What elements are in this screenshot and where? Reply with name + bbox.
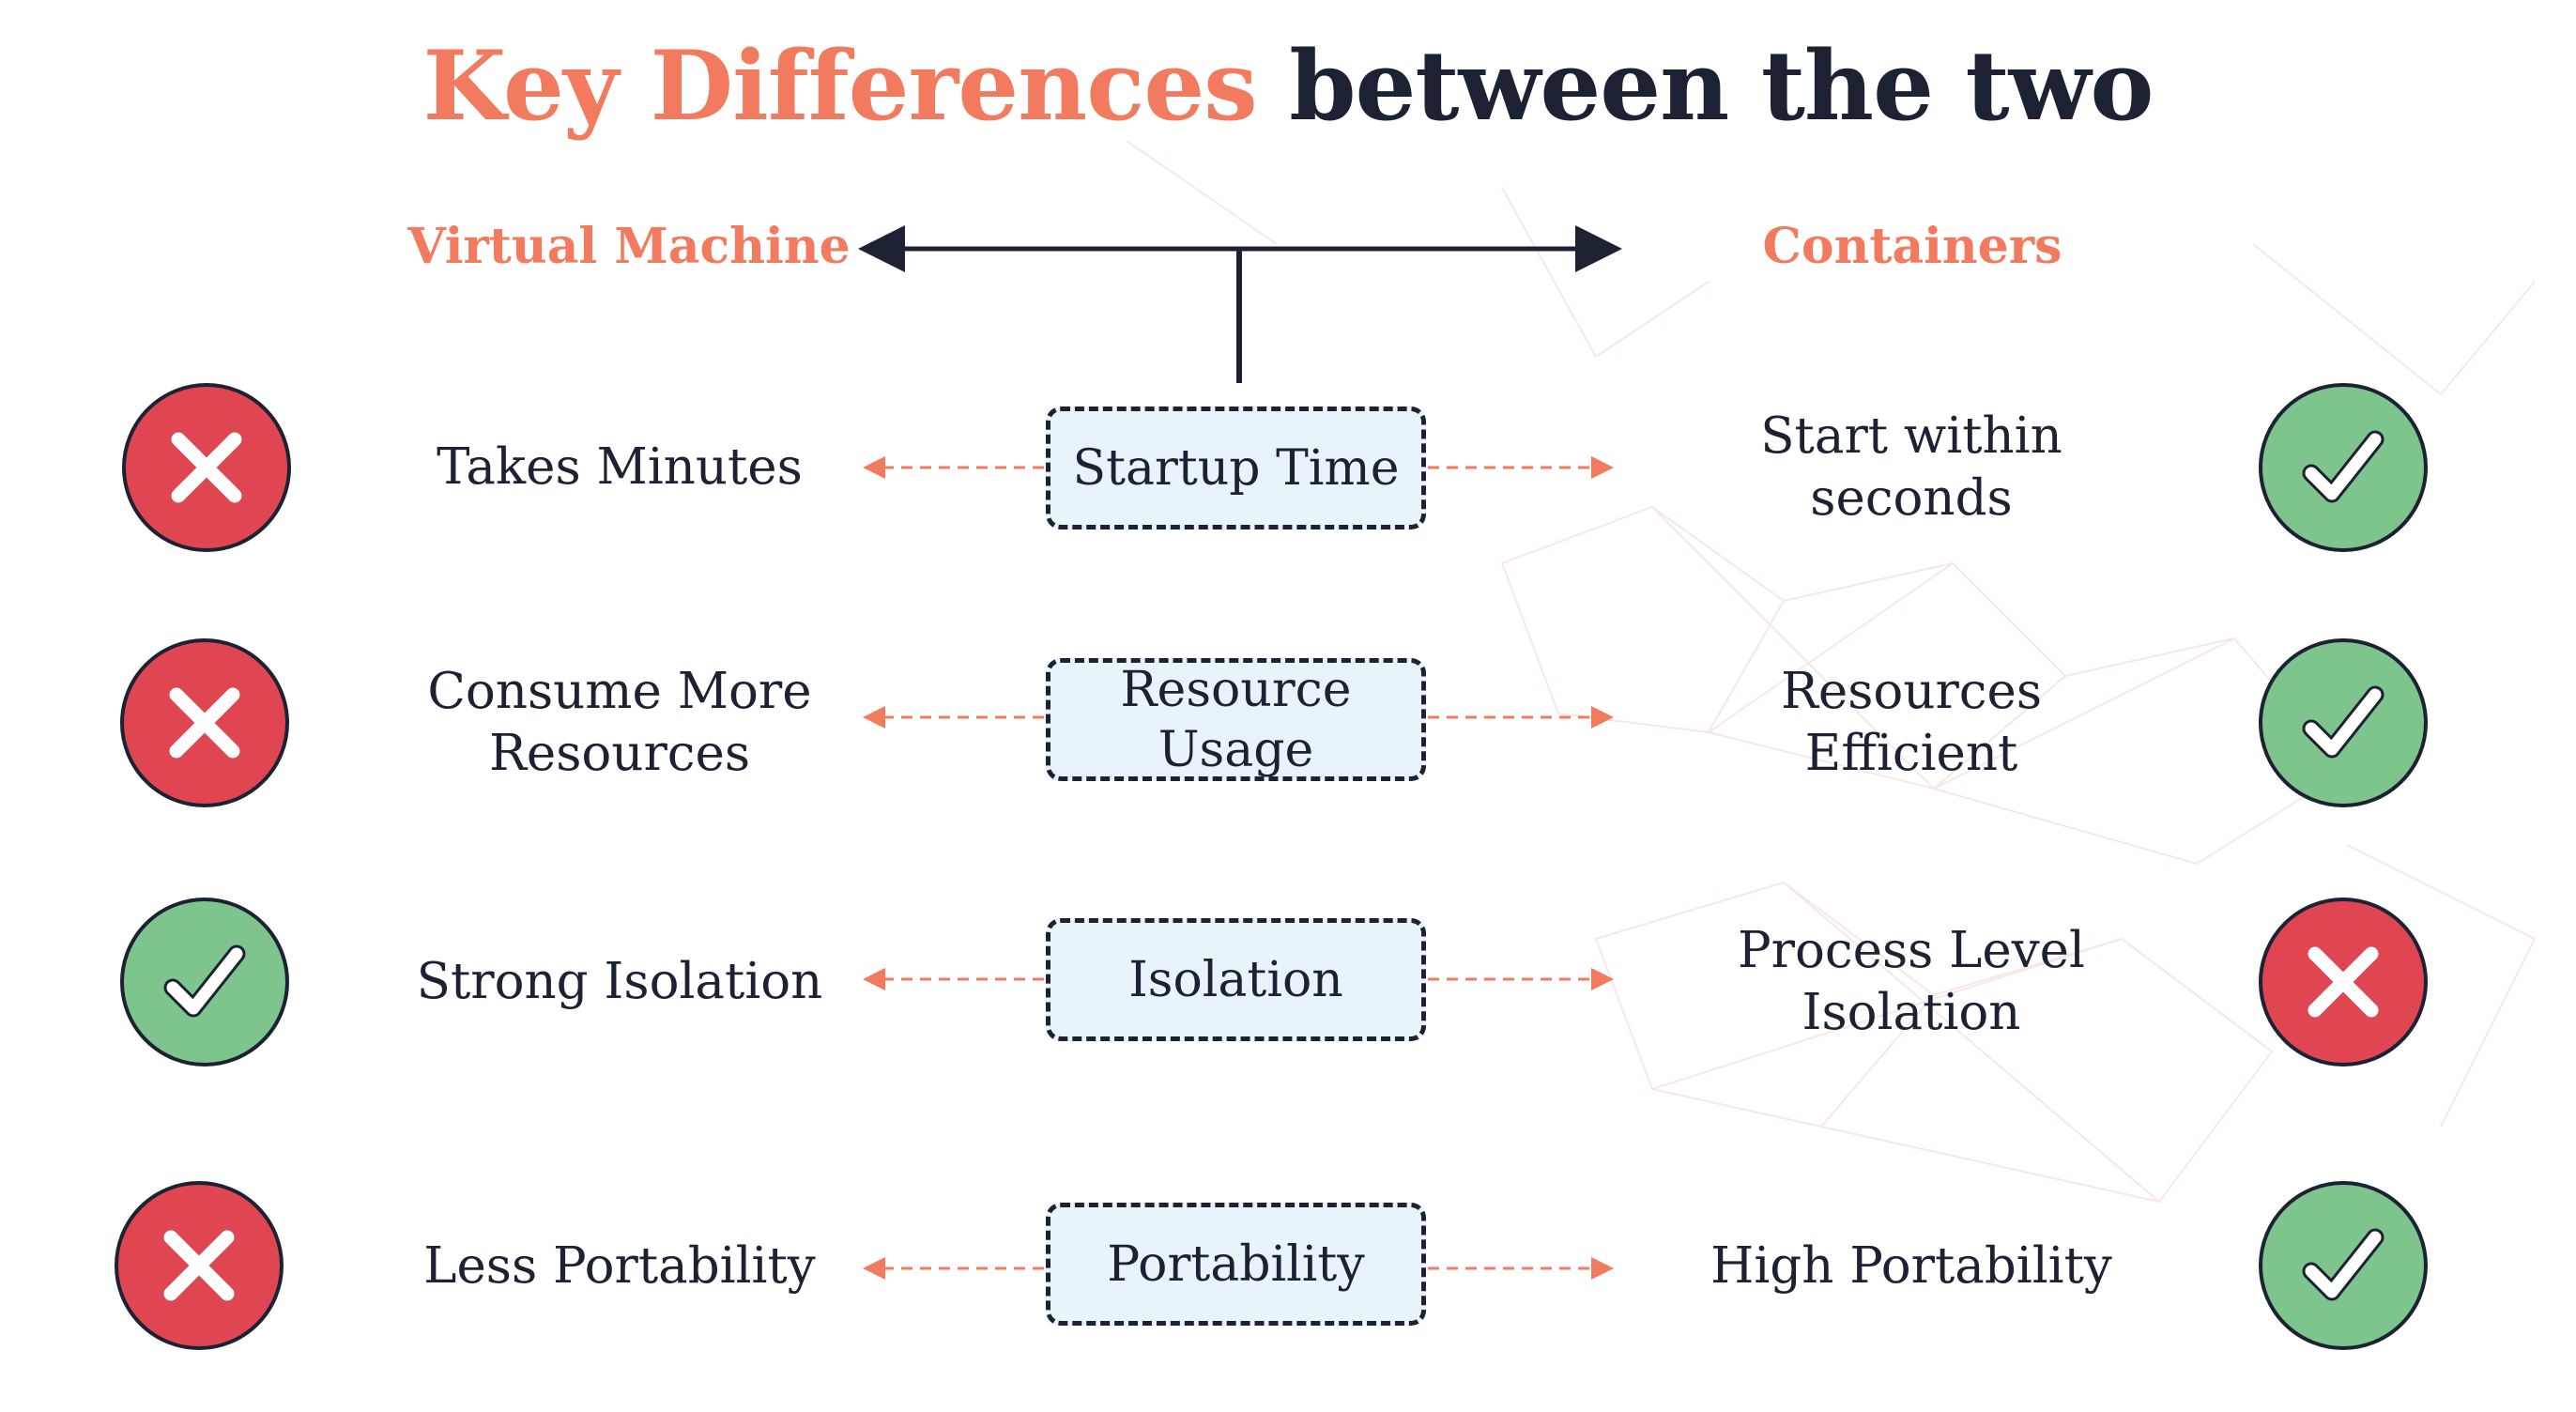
check-icon bbox=[2302, 685, 2384, 759]
vm-startup-time-text: Takes Minutes bbox=[357, 397, 882, 538]
vm-isolation-status-icon bbox=[120, 898, 289, 1067]
check-icon bbox=[163, 944, 246, 1018]
check-icon bbox=[2302, 1228, 2384, 1301]
criterion-isolation: Isolation bbox=[1046, 918, 1426, 1041]
vm-isolation-text: Strong Isolation bbox=[357, 912, 882, 1052]
vm-startup-time-label: Takes Minutes bbox=[437, 438, 803, 496]
containers-portability-status-icon bbox=[2259, 1181, 2428, 1350]
criterion-portability: Portability bbox=[1046, 1203, 1426, 1326]
vm-startup-status-icon bbox=[122, 383, 291, 552]
cross-icon bbox=[2308, 946, 2379, 1018]
containers-startup-time-text: Start within seconds bbox=[1648, 397, 2174, 538]
criterion-resource-usage: Resource Usage bbox=[1046, 658, 1426, 781]
vm-portability-text: Less Portability bbox=[357, 1196, 882, 1337]
containers-resource-usage-label: Resources Efficient bbox=[1780, 663, 2043, 782]
containers-portability-text: High Portability bbox=[1648, 1196, 2174, 1337]
vm-isolation-label: Strong Isolation bbox=[416, 953, 823, 1010]
page-title: Key Differences between the two bbox=[0, 21, 2576, 152]
containers-startup-status-icon bbox=[2259, 383, 2428, 552]
containers-isolation-label: Process Level Isolation bbox=[1737, 922, 2086, 1041]
criterion-startup-time: Startup Time bbox=[1046, 407, 1426, 530]
containers-resource-status-icon bbox=[2259, 638, 2428, 807]
column-header-containers: Containers bbox=[1762, 218, 2062, 275]
title-rest: between the two bbox=[1289, 30, 2154, 143]
cross-icon bbox=[169, 687, 240, 759]
vm-portability-label: Less Portability bbox=[423, 1237, 816, 1295]
containers-isolation-text: Process Level Isolation bbox=[1648, 912, 2174, 1052]
criterion-label: Resource Usage bbox=[1120, 661, 1352, 778]
vm-resource-usage-text: Consume More Resources bbox=[357, 652, 882, 793]
containers-portability-label: High Portability bbox=[1710, 1237, 2112, 1295]
cross-icon bbox=[163, 1230, 235, 1301]
title-highlight: Key Differences bbox=[422, 30, 1258, 143]
vm-portability-status-icon bbox=[115, 1181, 284, 1350]
criterion-label: Isolation bbox=[1128, 951, 1343, 1008]
criterion-label: Startup Time bbox=[1072, 439, 1400, 497]
check-icon bbox=[2302, 430, 2384, 503]
vm-resource-usage-label: Consume More Resources bbox=[427, 663, 812, 782]
column-header-virtual-machine: Virtual Machine bbox=[407, 218, 851, 275]
vm-resource-status-icon bbox=[120, 638, 289, 807]
criterion-label: Portability bbox=[1107, 1236, 1365, 1293]
containers-startup-time-label: Start within seconds bbox=[1760, 407, 2062, 527]
cross-icon bbox=[171, 432, 242, 503]
containers-isolation-status-icon bbox=[2259, 898, 2428, 1067]
containers-resource-usage-text: Resources Efficient bbox=[1648, 652, 2174, 793]
